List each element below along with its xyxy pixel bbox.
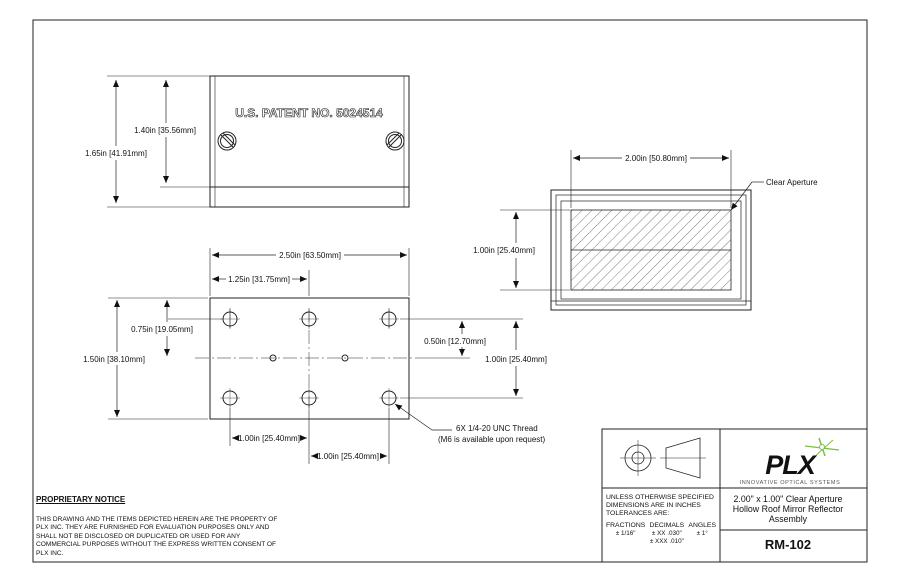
tolerance-header: UNLESS OTHERWISE SPECIFIED DIMENSIONS AR… (606, 494, 714, 517)
description-line: Assembly (768, 514, 808, 524)
top-view (107, 75, 410, 208)
description-line: 2.00" x 1.00" Clear Aperture (733, 494, 843, 504)
pin-hole-icon (269, 354, 277, 362)
angles-tolerance: ANGLES ± 1° (688, 522, 716, 537)
dim-label: 2.50in [63.50mm] (279, 251, 341, 260)
svg-text:PLX: PLX (765, 450, 818, 480)
dim-label: 1.25in [31.75mm] (228, 275, 290, 284)
decimals-tolerance: DECIMALS ± XX .030" ± XXX .010" (649, 522, 685, 545)
front-view (500, 150, 764, 311)
dim-label: 1.50in [38.10mm] (83, 355, 145, 364)
third-angle-projection-icon (620, 437, 706, 479)
threaded-hole-icon (299, 309, 319, 329)
dim-label: 1.00in [25.40mm] (485, 355, 547, 364)
drawing-description: 2.00" x 1.00" Clear Aperture Hollow Roof… (724, 494, 852, 524)
notice-title: PROPRIETARY NOTICE (36, 495, 126, 504)
threaded-hole-icon (379, 388, 399, 408)
dim-label: 1.00in [25.40mm] (317, 452, 379, 461)
screw-icon (385, 131, 405, 151)
proprietary-notice: PROPRIETARY NOTICE THIS DRAWING AND THE … (36, 495, 296, 558)
threaded-hole-icon (299, 388, 319, 408)
threaded-hole-icon (220, 309, 240, 329)
dim-label: 1.00in [25.40mm] (473, 246, 535, 255)
notice-body: THIS DRAWING AND THE ITEMS DEPICTED HERE… (36, 516, 278, 557)
threaded-hole-icon (379, 309, 399, 329)
tolerance-block: UNLESS OTHERWISE SPECIFIED DIMENSIONS AR… (606, 494, 716, 546)
thread-note: 6X 1/4-20 UNC Thread (456, 424, 538, 433)
base-plate (209, 297, 410, 420)
aperture-label: Clear Aperture (766, 178, 818, 187)
dim-label: 2.00in [50.80mm] (625, 154, 687, 163)
thread-note: (M6 is available upon request) (438, 435, 546, 444)
threaded-hole-icon (220, 388, 240, 408)
dim-label: 1.40in [35.56mm] (134, 126, 196, 135)
base-view (108, 248, 523, 464)
description-line: Hollow Roof Mirror Reflector (732, 504, 844, 514)
fractions-tolerance: FRACTIONS ± 1/16" (606, 522, 646, 537)
title-block (601, 428, 868, 563)
dim-label: 1.00in [25.40mm] (238, 434, 300, 443)
patent-text: U.S. PATENT NO. 5024514 (235, 106, 383, 120)
screw-icon (217, 131, 237, 151)
svg-text:INNOVATIVE OPTICAL SYSTEMS: INNOVATIVE OPTICAL SYSTEMS (740, 480, 841, 486)
sheet-border (32, 19, 868, 563)
plx-logo: PLX INNOVATIVE OPTICAL SYSTEMS (733, 436, 853, 486)
plx-logo-mark: PLX INNOVATIVE OPTICAL SYSTEMS (740, 437, 841, 486)
dim-label: 0.75in [19.05mm] (131, 325, 193, 334)
dim-label: 0.50in [12.70mm] (424, 337, 486, 346)
pin-hole-icon (341, 354, 349, 362)
part-number: RM-102 (764, 537, 812, 552)
dim-label: 1.65in [41.91mm] (85, 149, 147, 158)
top-view-body (209, 75, 410, 208)
